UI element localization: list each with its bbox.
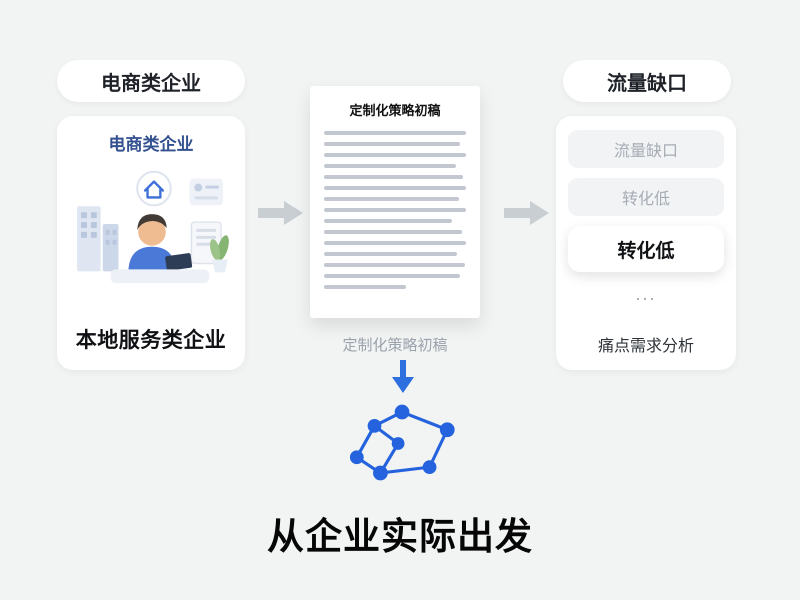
enterprise-card-title: 电商类企业	[108, 135, 194, 154]
document-caption: 定制化策略初稿	[342, 337, 448, 354]
pain-point-caption: 痛点需求分析	[597, 338, 694, 355]
document-text-line	[324, 131, 466, 135]
network-graph-icon	[349, 404, 455, 481]
pain-point-item-ellipsis: ...	[635, 283, 657, 304]
right-pill-label: 流量缺口	[607, 72, 687, 95]
desk-illustration	[110, 253, 210, 284]
right-category-pill: 流量缺口	[563, 60, 731, 102]
pain-point-item-muted: 转化低	[568, 178, 724, 216]
document-text-line	[324, 252, 458, 256]
right-arrow-icon	[504, 201, 549, 225]
document-text-line	[324, 186, 466, 190]
left-category-pill: 电商类企业	[57, 60, 245, 102]
document-text-line	[324, 142, 461, 146]
document-text-line	[324, 197, 459, 201]
document-text-line	[324, 263, 465, 267]
strategy-document: 定制化策略初稿	[310, 86, 480, 318]
document-text-line	[324, 153, 466, 157]
document-title: 定制化策略初稿	[349, 103, 441, 118]
document-text-line	[324, 175, 464, 179]
document-text-line	[324, 274, 461, 278]
document-text-line	[324, 285, 407, 289]
document-text-line	[324, 241, 466, 245]
building-icon	[77, 206, 101, 272]
enterprise-card-caption: 本地服务类企业	[75, 329, 227, 352]
document-text-line	[324, 208, 466, 212]
profile-card-icon	[189, 178, 223, 206]
document-text-line	[324, 164, 457, 168]
document-text-line	[324, 230, 462, 234]
down-arrow-icon	[392, 360, 414, 393]
document-lines	[324, 131, 466, 289]
pain-point-item-active: 转化低	[568, 226, 724, 272]
enterprise-card: 电商类企业	[57, 116, 245, 370]
pain-point-card: 流量缺口转化低转化低... 痛点需求分析	[556, 116, 736, 370]
house-icon	[136, 170, 172, 207]
pain-point-item-muted: 流量缺口	[568, 130, 724, 168]
left-pill-label: 电商类企业	[101, 72, 201, 95]
headline: 从企业实际出发	[267, 516, 533, 557]
plant-icon	[210, 235, 229, 273]
office-worker-illustration	[77, 170, 229, 284]
document-text-line	[324, 219, 452, 223]
pain-point-list: 流量缺口转化低转化低...	[568, 130, 724, 306]
right-arrow-icon	[258, 201, 303, 225]
person-illustration	[128, 214, 176, 274]
